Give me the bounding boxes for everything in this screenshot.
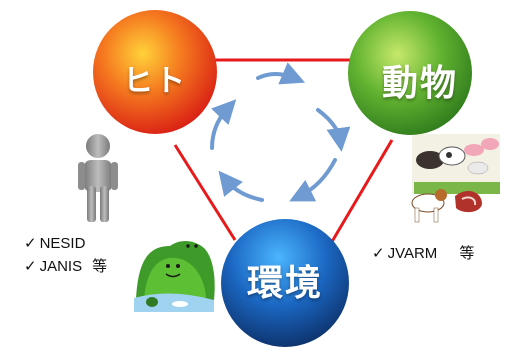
cycle-arrows	[210, 62, 351, 202]
check-icon: ✓	[372, 245, 385, 262]
list-item-text: NESID	[39, 235, 86, 252]
human-surveillance-list: ✓NESID ✓JANIS 等	[24, 232, 107, 278]
cycle-arrow-right	[316, 108, 351, 152]
cycle-arrow-left	[210, 99, 237, 150]
person-icon	[78, 134, 118, 222]
human-label: ヒト	[123, 64, 187, 99]
livestock-icon	[411, 134, 500, 223]
cycle-arrow-top	[256, 62, 306, 85]
environment-label: 環境	[246, 263, 323, 304]
check-icon: ✓	[24, 258, 37, 275]
human-circle	[93, 10, 217, 134]
animal-surveillance-list: ✓JVARM 等	[372, 242, 474, 265]
cycle-arrow-bottom-left	[218, 170, 264, 202]
connector-human-environment	[173, 144, 237, 241]
list-item-text: JANIS	[39, 258, 83, 275]
list-item-text: JVARM	[387, 245, 438, 262]
list-item-suffix: 等	[92, 258, 108, 275]
check-icon: ✓	[24, 235, 37, 252]
list-item: ✓JVARM 等	[372, 242, 474, 265]
list-item: ✓JANIS 等	[24, 255, 107, 278]
cycle-arrow-bottom-right	[289, 158, 337, 202]
hills-icon	[134, 241, 215, 312]
animal-circle	[348, 11, 472, 135]
animal-label: 動物	[381, 63, 458, 104]
list-item-suffix: 等	[459, 245, 475, 262]
connector-animal-environment	[328, 139, 394, 246]
environment-circle	[221, 219, 349, 347]
list-item: ✓NESID	[24, 232, 107, 255]
